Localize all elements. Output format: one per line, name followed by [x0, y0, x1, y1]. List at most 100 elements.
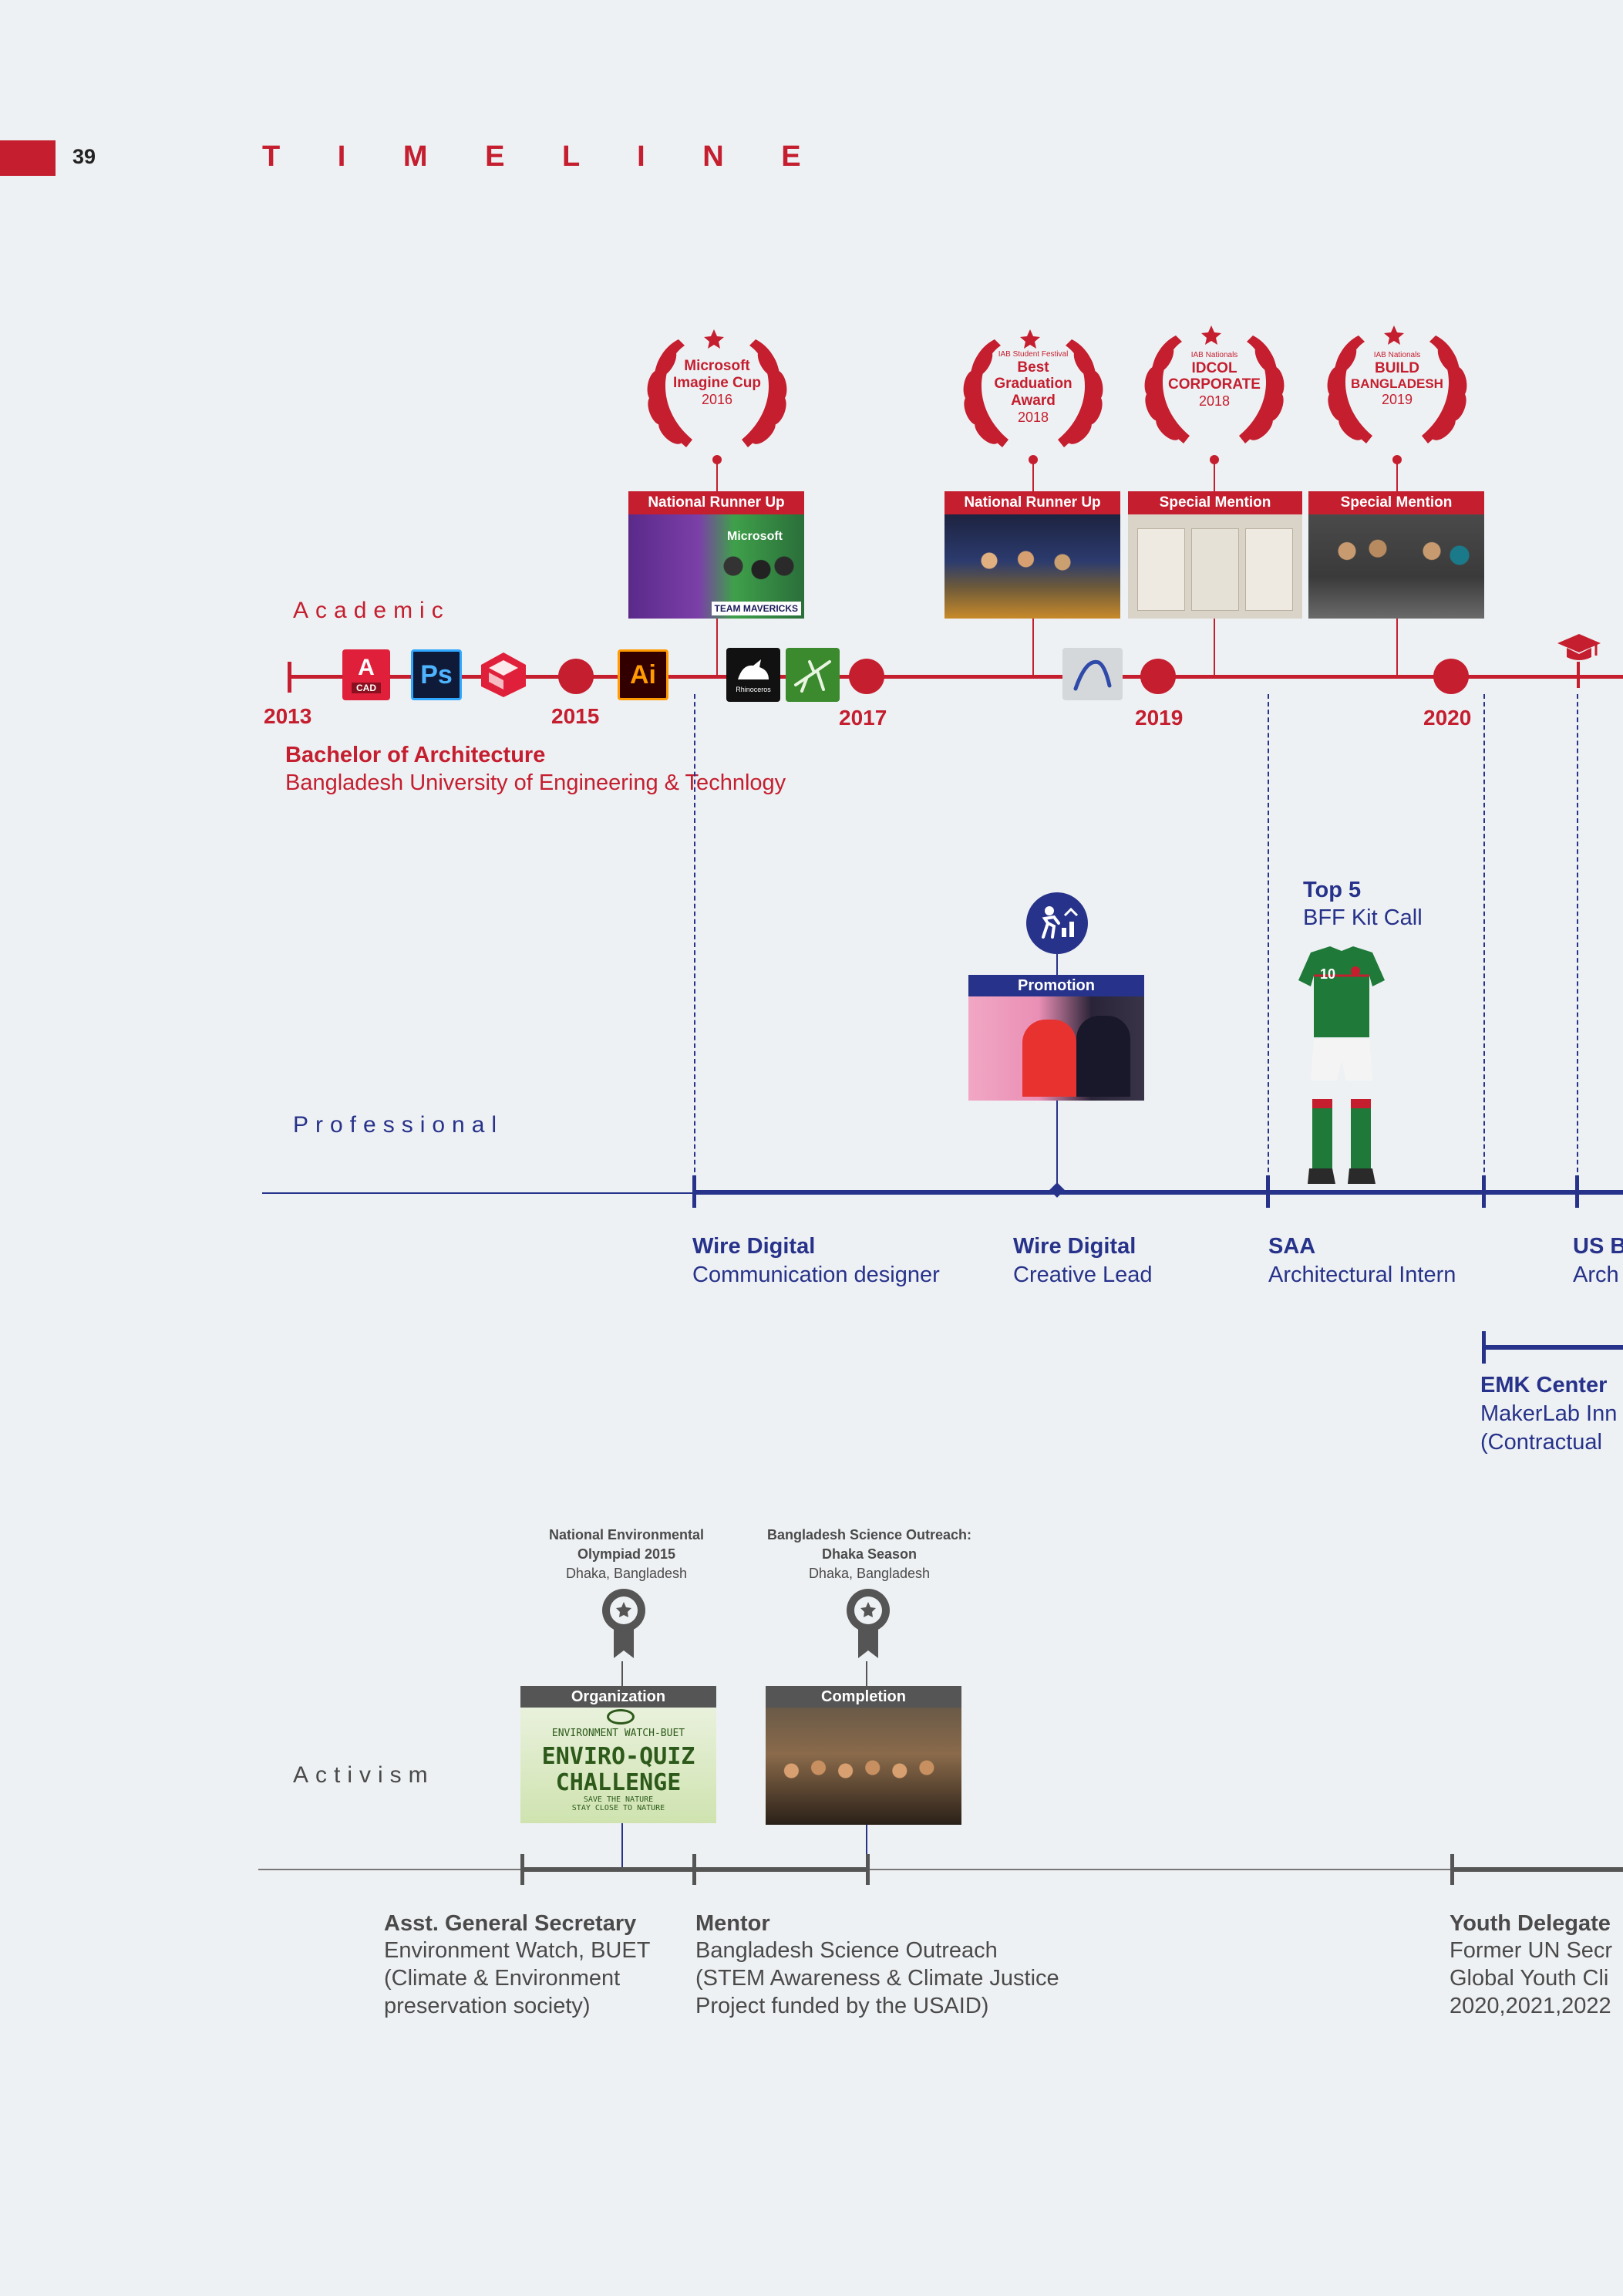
- award-wreath-microsoft: Microsoft Imagine Cup 2016: [632, 316, 802, 470]
- promotion-stem-bottom: [1056, 1101, 1058, 1188]
- photo-people: [1324, 530, 1478, 615]
- award-banner-2: National Runner Up: [945, 491, 1120, 514]
- award-year: 2018: [979, 410, 1087, 426]
- activism-tick-3: [866, 1854, 870, 1885]
- award-banner-4: Special Mention: [1308, 491, 1484, 514]
- grasshopper-glyph: [791, 656, 834, 694]
- event-1-banner: Organization: [520, 1686, 716, 1708]
- award-text-microsoft: Microsoft Imagine Cup 2016: [663, 346, 771, 407]
- role-line1: Environment Watch, BUET: [384, 1937, 650, 1964]
- photo-group: [773, 1746, 954, 1808]
- emk-line2: (Contractual: [1480, 1430, 1623, 1455]
- job-role: Arch: [1573, 1263, 1623, 1288]
- award-stem-2: [1032, 463, 1034, 492]
- photo-brand: Microsoft: [727, 530, 783, 544]
- degree-title: Bachelor of Architecture: [285, 743, 545, 768]
- photo-panel-3: [1245, 528, 1293, 611]
- event-2-heading: Bangladesh Science Outreach: Dhaka Seaso…: [740, 1526, 998, 1583]
- award-small: IAB Nationals: [1160, 351, 1268, 360]
- football-kit-icon: 10: [1295, 945, 1388, 1195]
- degree-school: Bangladesh University of Engineering & T…: [285, 770, 786, 796]
- event-title-l2: Dhaka Season: [740, 1545, 998, 1564]
- job-title: Wire Digital: [1013, 1234, 1153, 1259]
- role-line3: preservation society): [384, 1992, 650, 2020]
- photo-person-2: [1076, 1016, 1130, 1097]
- autocad-icon: A CAD: [342, 649, 390, 700]
- sketchup-icon: [478, 649, 529, 700]
- academic-start-tick: [288, 662, 291, 693]
- photo-panel-1: [1137, 528, 1185, 611]
- job-title: SAA: [1268, 1234, 1456, 1259]
- role-2: Mentor Bangladesh Science Outreach (STEM…: [695, 1911, 1059, 2020]
- emk-line1: MakerLab Inn: [1480, 1401, 1623, 1427]
- award-name-l1: BUILD: [1343, 360, 1451, 377]
- award-small: IAB Student Festival: [979, 350, 1087, 359]
- award-stem-3b: [1214, 619, 1215, 676]
- photo-person-1: [1022, 1020, 1076, 1097]
- sketchup-glyph: [478, 649, 529, 700]
- award-photo-microsoft: Microsoft TEAM MAVERICKS: [628, 514, 804, 619]
- event-1-stem-bottom: [621, 1823, 623, 1868]
- award-banner-1: National Runner Up: [628, 491, 804, 514]
- year-label-2020: 2020: [1423, 706, 1471, 730]
- archicad-glyph: [1069, 655, 1116, 693]
- role-1: Asst. General Secretary Environment Watc…: [384, 1911, 650, 2020]
- section-label-activism: Activism: [293, 1762, 435, 1789]
- archicad-icon: [1062, 648, 1123, 700]
- award-stem-1b: [716, 619, 718, 676]
- activism-segment-2: [1452, 1867, 1623, 1872]
- emk-block: EMK Center MakerLab Inn (Contractual: [1480, 1373, 1623, 1455]
- promotion-stem-top: [1056, 954, 1058, 976]
- award-stem-4: [1396, 463, 1398, 492]
- role-title: Youth Delegate: [1450, 1911, 1623, 1937]
- year-label-2015: 2015: [551, 704, 599, 729]
- event-title-l1: National Environmental: [524, 1526, 729, 1545]
- year-dot-2019: [1140, 659, 1176, 694]
- kit-subtitle: BFF Kit Call: [1303, 905, 1423, 931]
- autocad-letter: A: [358, 656, 375, 679]
- award-text-idcol: IAB Nationals IDCOL CORPORATE 2018: [1160, 351, 1268, 410]
- poster-eye-icon: [607, 1709, 635, 1725]
- award-name-l3: Award: [979, 393, 1087, 410]
- award-stem-3: [1214, 463, 1215, 492]
- role-line3: Project funded by the USAID): [695, 1992, 1059, 2020]
- connector-dashed-4: [1577, 694, 1578, 1188]
- connector-dashed-2: [1268, 694, 1269, 1188]
- professional-tick-1: [692, 1175, 696, 1208]
- award-photo-idcol: [1128, 514, 1302, 619]
- award-name-l1: Best: [979, 359, 1087, 376]
- role-line1: Bangladesh Science Outreach: [695, 1937, 1059, 1964]
- professional-tick-3: [1482, 1175, 1486, 1208]
- year-label-2013: 2013: [264, 704, 311, 729]
- event-2-badge-icon: [843, 1587, 894, 1665]
- award-year: 2016: [663, 392, 771, 408]
- autocad-sub: CAD: [352, 683, 381, 693]
- role-title: Asst. General Secretary: [384, 1911, 650, 1937]
- award-photo-graduation: [945, 514, 1120, 619]
- job-3: SAA Architectural Intern: [1268, 1234, 1456, 1288]
- award-name-l1: Microsoft: [663, 358, 771, 375]
- role-title: Mentor: [695, 1911, 1059, 1937]
- award-wreath-build: IAB Nationals BUILD BANGLADESH 2019: [1312, 312, 1482, 467]
- job-1: Wire Digital Communication designer: [692, 1234, 940, 1288]
- promotion-photo: [968, 996, 1144, 1101]
- role-3: Youth Delegate Former UN Secr Global You…: [1450, 1911, 1623, 2020]
- connector-dashed-3: [1483, 694, 1485, 1188]
- year-label-2019: 2019: [1135, 706, 1183, 730]
- role-line2: (STEM Awareness & Climate Justice: [695, 1964, 1059, 1992]
- award-year: 2019: [1343, 392, 1451, 408]
- event-1-heading: National Environmental Olympiad 2015 Dha…: [524, 1526, 729, 1583]
- photoshop-letters: Ps: [420, 660, 453, 690]
- section-label-professional: Professional: [293, 1112, 503, 1138]
- job-title: Wire Digital: [692, 1234, 940, 1259]
- role-line2: (Climate & Environment: [384, 1964, 650, 1992]
- role-line1: Former UN Secr: [1450, 1937, 1623, 1964]
- connector-dashed-1: [694, 694, 695, 1188]
- award-photo-build: [1308, 514, 1484, 619]
- event-1-stem-top: [621, 1661, 623, 1686]
- award-year: 2018: [1160, 393, 1268, 410]
- emk-line: [1483, 1345, 1623, 1350]
- poster-line2: CHALLENGE: [520, 1769, 716, 1796]
- event-2-stem-top: [866, 1661, 867, 1686]
